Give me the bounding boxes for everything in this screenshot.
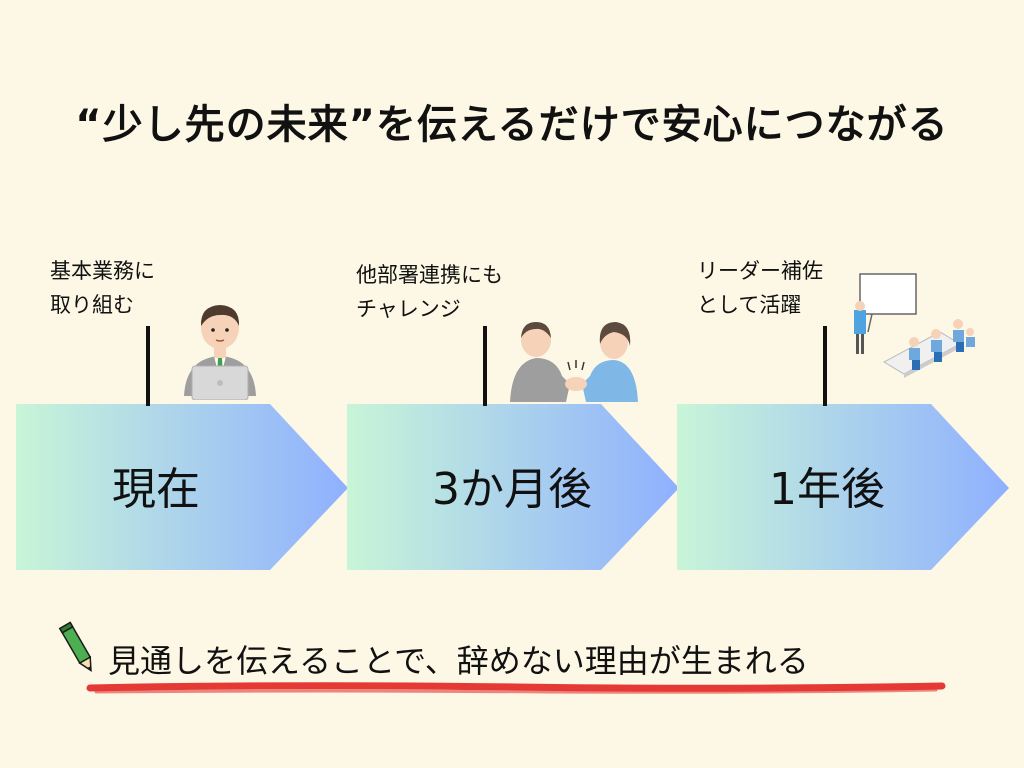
stage-label-3months: 3か月後 (432, 464, 592, 515)
footer-underline (86, 682, 946, 694)
tick-3months (483, 326, 487, 406)
milestone-3months-line1: 他部署連携にも (356, 263, 503, 287)
milestone-3months-line2: チャレンジ (356, 297, 461, 321)
milestone-3months: 他部署連携にも チャレンジ (356, 258, 503, 326)
footer-message: 見通しを伝えることで、辞めない理由が生まれる (108, 642, 809, 680)
tick-1year (823, 326, 827, 406)
arrow-stage-1year (677, 404, 1009, 570)
stage-label-now: 現在 (112, 464, 200, 515)
tick-now (146, 326, 150, 406)
presentation-meeting-illustration (854, 273, 975, 378)
milestone-1year-line1: リーダー補佐 (697, 259, 823, 283)
pencil-icon (58, 621, 92, 672)
stage-label-1year: 1年後 (769, 464, 885, 515)
milestone-1year-line2: として活躍 (697, 293, 802, 317)
handshake-illustration (510, 322, 638, 402)
milestone-now-line2: 取り組む (50, 293, 134, 317)
page-title: “少し先の未来”を伝えるだけで安心につながる (75, 102, 949, 148)
milestone-now: 基本業務に 取り組む (50, 254, 155, 322)
arrow-stage-3months (347, 404, 679, 570)
milestone-1year: リーダー補佐 として活躍 (697, 254, 823, 322)
worker-at-laptop-illustration (184, 305, 256, 400)
milestone-now-line1: 基本業務に (50, 259, 155, 283)
arrow-stage-now (16, 404, 348, 570)
